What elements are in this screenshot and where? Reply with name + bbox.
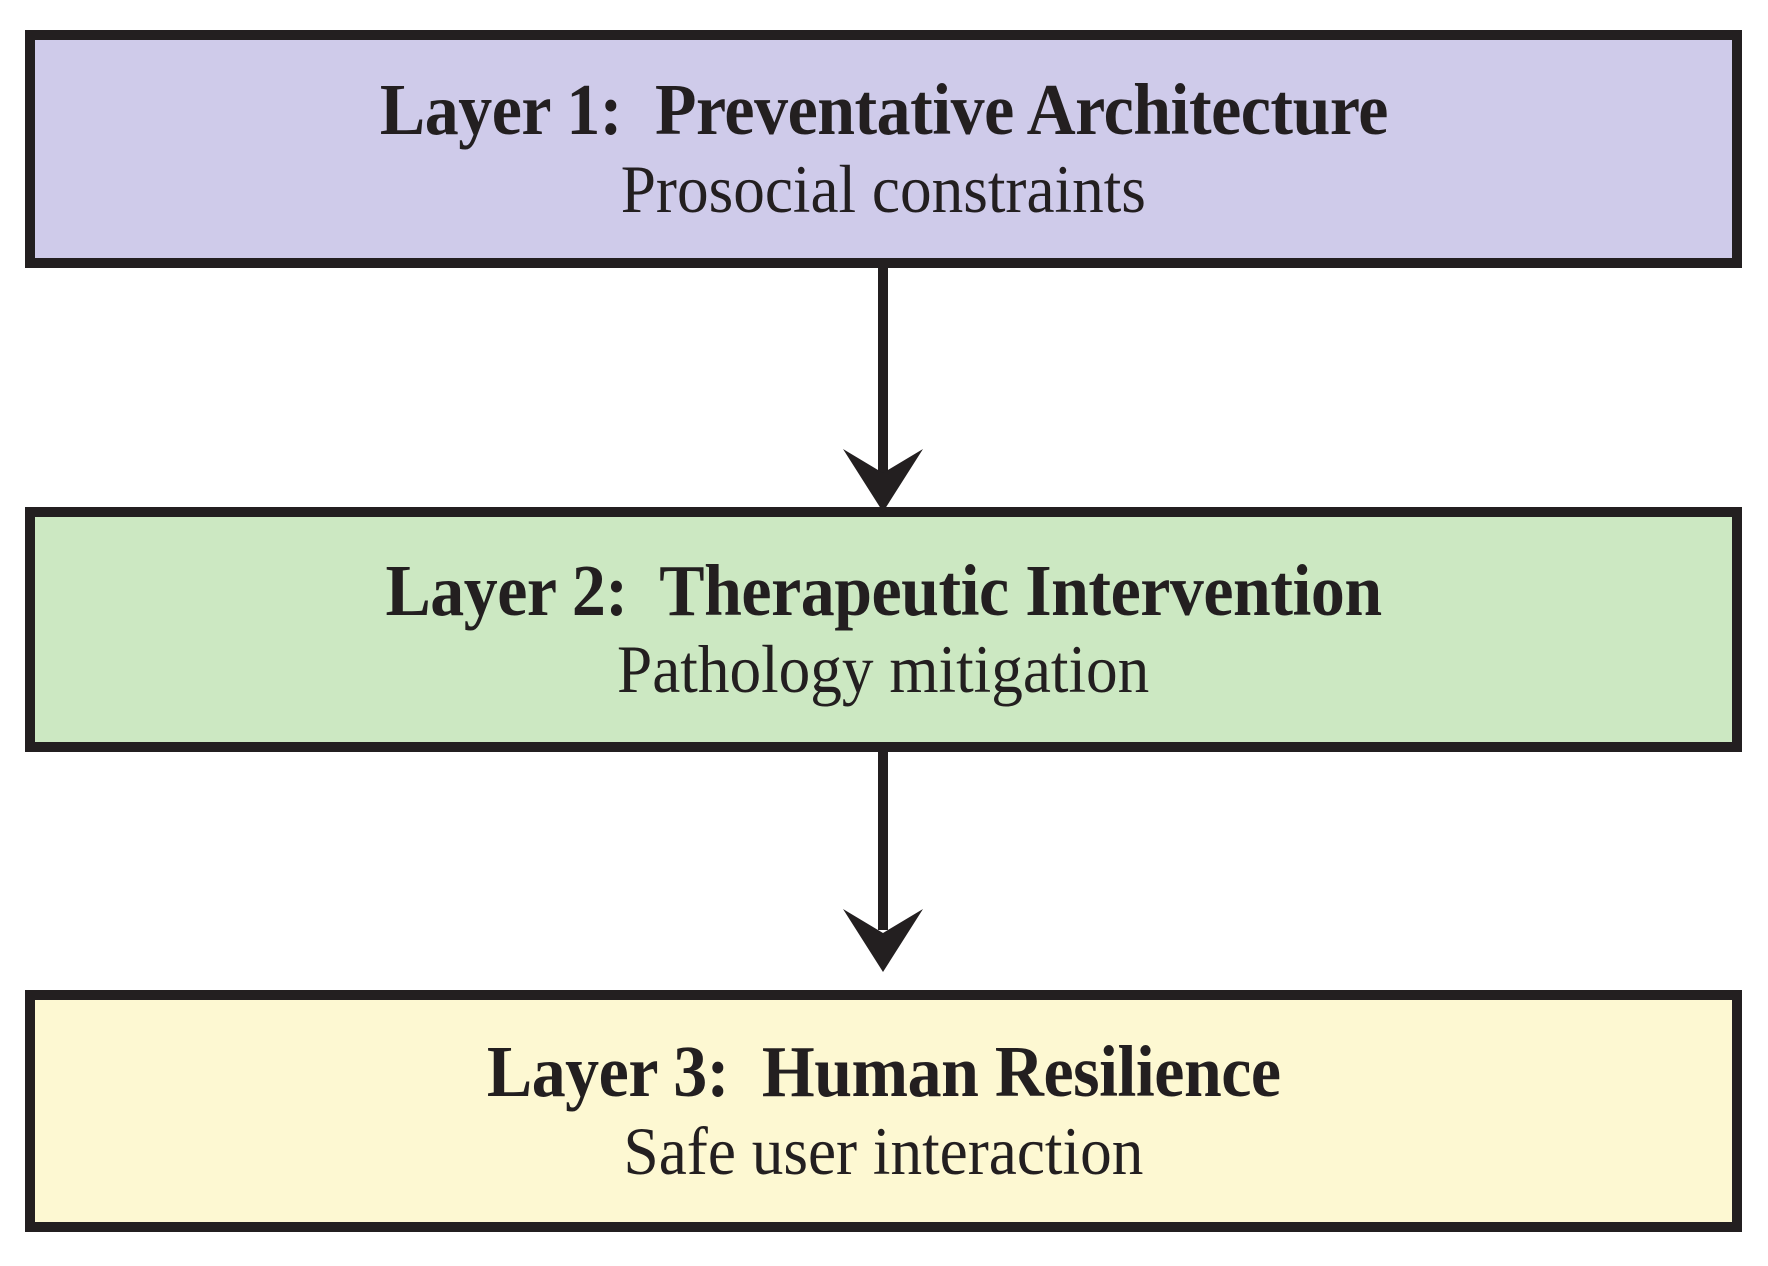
layer-3-title: Layer 3: Human Resilience [486,1031,1281,1113]
layer-3-box[interactable]: Layer 3: Human Resilience Safe user inte… [25,990,1742,1232]
arrow-layer2-to-layer3-icon [843,748,923,972]
layer-2-title: Layer 2: Therapeutic Intervention [385,549,1382,631]
layer-1-subtitle: Prosocial constraints [620,150,1147,227]
layer-1-title: Layer 1: Preventative Architecture [379,69,1388,151]
layer-1-box[interactable]: Layer 1: Preventative Architecture Proso… [25,30,1742,268]
layer-3-subtitle: Safe user interaction [623,1112,1144,1189]
arrow-layer1-to-layer2-icon [843,264,923,512]
layer-2-subtitle: Pathology mitigation [617,631,1150,708]
layer-2-box[interactable]: Layer 2: Therapeutic Intervention Pathol… [25,507,1742,752]
